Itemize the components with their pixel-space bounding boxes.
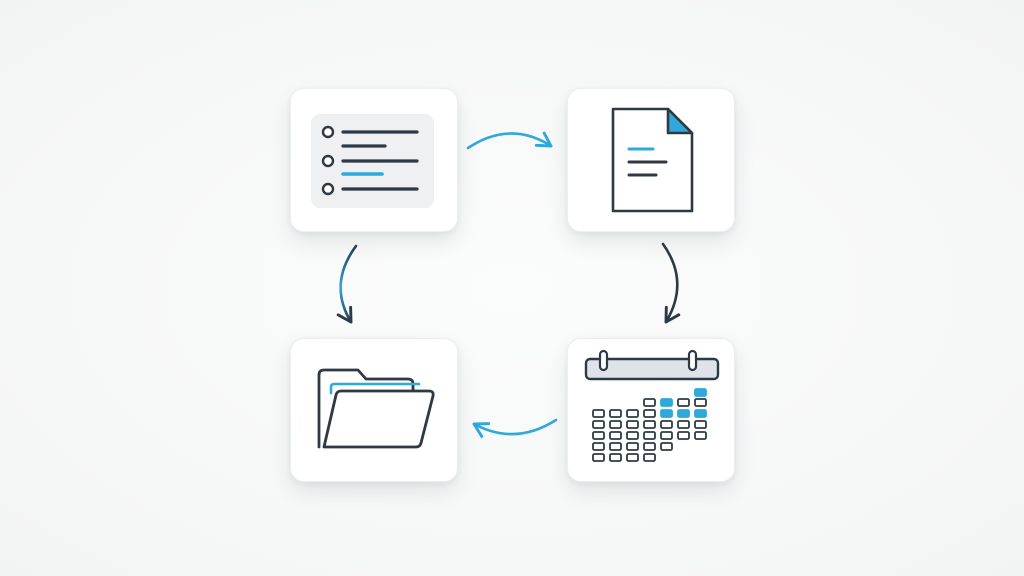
calendar-day xyxy=(694,398,707,407)
calendar-day-highlighted xyxy=(694,388,707,397)
calendar-icon xyxy=(584,349,720,462)
calendar-day xyxy=(660,442,673,451)
arrow-list-to-folder xyxy=(336,244,358,324)
calendar-day xyxy=(694,420,707,429)
calendar-day xyxy=(643,409,656,418)
arrow-calendar-to-folder xyxy=(472,418,558,438)
checklist-card xyxy=(290,88,458,232)
calendar-day xyxy=(609,420,622,429)
folder-icon xyxy=(317,368,435,449)
calendar-day xyxy=(694,431,707,440)
calendar-day xyxy=(643,431,656,440)
calendar-day xyxy=(592,453,605,462)
calendar-day xyxy=(660,431,673,440)
document-icon xyxy=(611,107,694,213)
calendar-day xyxy=(626,420,639,429)
calendar-day xyxy=(643,398,656,407)
calendar-day xyxy=(626,442,639,451)
arrow-document-to-calendar xyxy=(661,242,681,324)
calendar-day xyxy=(643,442,656,451)
calendar-day xyxy=(609,453,622,462)
calendar-day-highlighted xyxy=(694,409,707,418)
calendar-day xyxy=(677,431,690,440)
document-card xyxy=(567,88,735,232)
calendar-day-highlighted xyxy=(660,398,673,407)
calendar-day xyxy=(677,420,690,429)
calendar-day xyxy=(592,409,605,418)
calendar-day xyxy=(660,420,673,429)
calendar-card xyxy=(567,338,735,482)
calendar-day xyxy=(643,420,656,429)
calendar-day xyxy=(609,442,622,451)
calendar-day-highlighted xyxy=(660,409,673,418)
folder-card xyxy=(290,338,458,482)
calendar-day-grid xyxy=(592,388,707,462)
arrow-list-to-document xyxy=(466,131,553,150)
calendar-day xyxy=(592,431,605,440)
calendar-day xyxy=(609,409,622,418)
calendar-day xyxy=(626,431,639,440)
calendar-day xyxy=(592,442,605,451)
calendar-day xyxy=(643,453,656,462)
checklist-icon xyxy=(311,114,434,208)
calendar-day xyxy=(626,453,639,462)
calendar-day xyxy=(626,409,639,418)
calendar-day xyxy=(677,398,690,407)
calendar-day xyxy=(609,431,622,440)
calendar-day-highlighted xyxy=(677,409,690,418)
calendar-day xyxy=(592,420,605,429)
